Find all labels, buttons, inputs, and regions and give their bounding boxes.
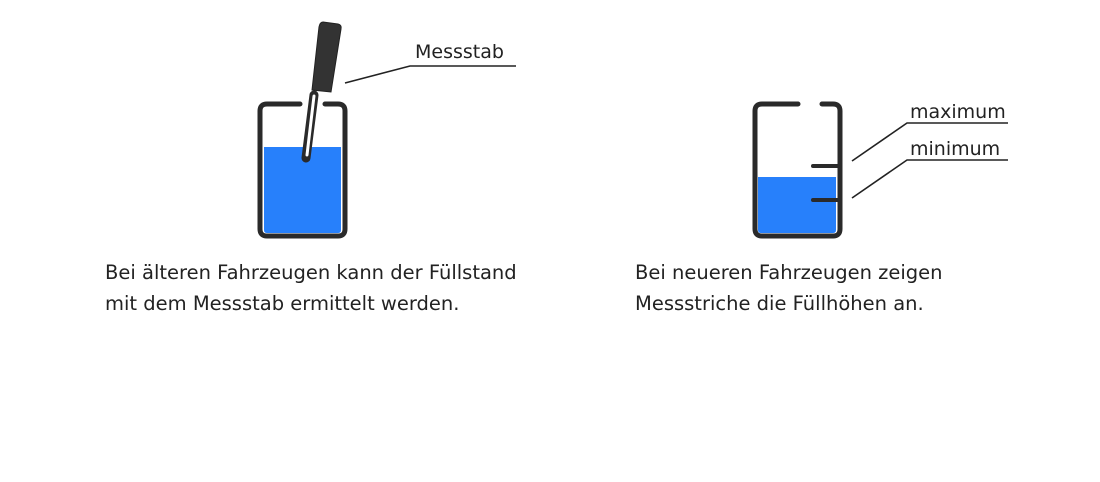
right-caption-line: Messstriche die Füllhöhen an. xyxy=(635,292,924,315)
left-caption: Bei älteren Fahrzeugen kann der Füllstan… xyxy=(105,257,517,319)
water-left xyxy=(264,147,341,233)
right-caption-line: Bei neueren Fahrzeugen zeigen xyxy=(635,261,943,284)
min-leader-line xyxy=(851,159,1008,199)
minimum-label: minimum xyxy=(910,138,1000,160)
dipstick xyxy=(301,21,342,163)
left-beaker xyxy=(257,101,348,239)
max-leader-line xyxy=(851,122,1008,162)
messstab-label: Messstab xyxy=(415,41,504,63)
right-beaker xyxy=(752,101,843,239)
maximum-label: maximum xyxy=(910,101,1006,123)
right-caption: Bei neueren Fahrzeugen zeigen Messstrich… xyxy=(635,257,943,319)
water-right xyxy=(758,177,836,233)
left-caption-line: mit dem Messstab ermittelt werden. xyxy=(105,292,460,315)
left-caption-line: Bei älteren Fahrzeugen kann der Füllstan… xyxy=(105,261,517,284)
messstab-leader-line xyxy=(344,65,516,84)
